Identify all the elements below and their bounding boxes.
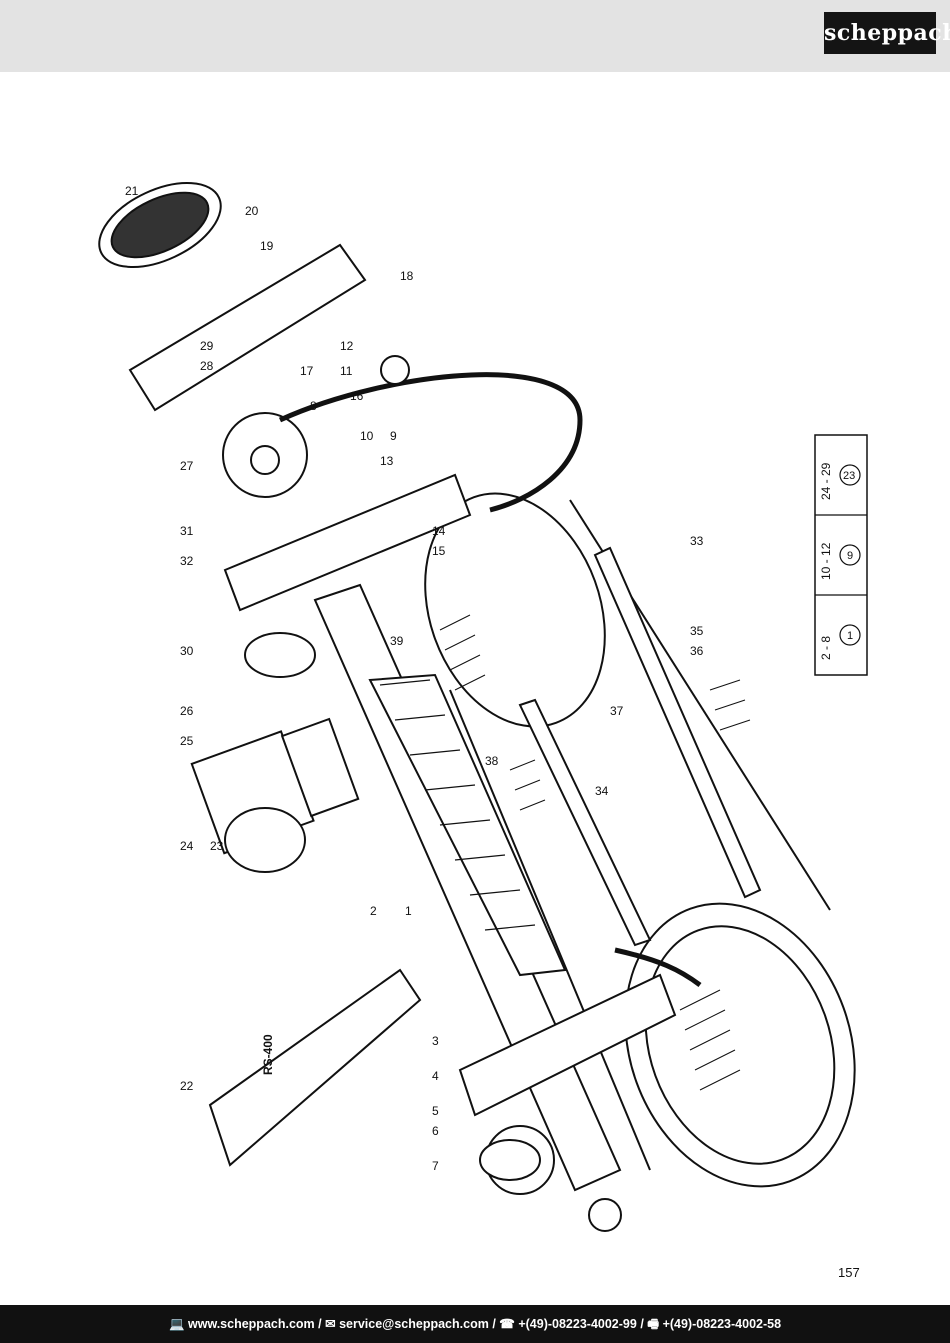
callout-1: 1 [405, 904, 412, 918]
callout-24: 24 [180, 839, 194, 853]
model-label: RS-400 [261, 1034, 275, 1075]
email-icon: ✉ [325, 1317, 336, 1331]
callout-28: 28 [200, 359, 214, 373]
callout-14: 14 [432, 524, 446, 538]
legend-group-2: 9 [847, 550, 853, 562]
callout-19: 19 [260, 239, 274, 253]
legend-table: 2 - 8 1 10 - 12 9 24 - 29 23 [814, 434, 868, 676]
legend-circle-3 [839, 464, 861, 486]
callout-4: 4 [432, 1069, 439, 1083]
callout-38: 38 [485, 754, 499, 768]
footer-fax: +(49)-08223-4002-58 [662, 1317, 782, 1331]
callout-21: 21 [125, 184, 139, 198]
footer-contact-bar: 💻 www.scheppach.com / ✉ service@scheppac… [0, 1305, 950, 1343]
callout-30: 30 [180, 644, 194, 658]
bearing-upper-11 [380, 355, 410, 385]
callout-17: 17 [300, 364, 314, 378]
callout-33: 33 [690, 534, 704, 548]
callout-3: 3 [432, 1034, 439, 1048]
callout-39: 39 [390, 634, 404, 648]
callout-18: 18 [400, 269, 414, 283]
legend-range-2: 10 - 12 [819, 542, 833, 580]
side-shield [208, 968, 422, 1167]
scheppach-logo: scheppach [824, 12, 950, 54]
drum-mesh [439, 614, 751, 1091]
brush-bristles [379, 679, 536, 931]
pulley-7 [479, 1139, 541, 1181]
legend-group-3: 23 [843, 470, 855, 482]
callout-13: 13 [380, 454, 394, 468]
exploded-view-svg: RS-400 1 2 3 4 5 6 7 8 9 10 11 12 13 14 … [98, 182, 868, 1232]
flange-30 [244, 632, 316, 678]
drum-end-left [424, 492, 606, 728]
gearbox [280, 717, 360, 818]
page-number: 157 [838, 1265, 860, 1280]
stiffener-bar-upper [593, 546, 762, 899]
bearing-11 [588, 1198, 622, 1232]
callout-34: 34 [595, 784, 609, 798]
callout-27: 27 [180, 459, 194, 473]
brush-strip [368, 673, 567, 977]
footer-email[interactable]: service@scheppach.com [339, 1317, 489, 1331]
legend-group-1: 1 [847, 630, 853, 642]
top-cover-inner [110, 191, 210, 259]
callout-8: 8 [310, 399, 317, 413]
callout-29: 29 [200, 339, 214, 353]
callout-35: 35 [690, 624, 704, 638]
phone-icon: ☎ [499, 1317, 515, 1331]
drive-belt [278, 372, 583, 513]
callout-31: 31 [180, 524, 194, 538]
callout-23: 23 [210, 839, 224, 853]
fax-icon: 🖷 [647, 1317, 660, 1331]
callout-26: 26 [180, 704, 194, 718]
motor-end [224, 807, 306, 873]
callout-7: 7 [432, 1159, 439, 1173]
footer-phone: +(49)-08223-4002-99 [518, 1317, 637, 1331]
callout-22: 22 [180, 1079, 194, 1093]
end-bracket-top [223, 473, 472, 612]
callout-20: 20 [245, 204, 259, 218]
callout-9: 9 [390, 429, 397, 443]
drive-belt-lower [614, 947, 702, 988]
drum-end-right-inner [644, 925, 836, 1165]
pulley-upper-hub [250, 445, 280, 475]
exploded-parts-drawing: RS-400 1 2 3 4 5 6 7 8 9 10 11 12 13 14 … [60, 170, 900, 1250]
monitor-icon: 💻 [168, 1317, 185, 1331]
legend-circle-2 [839, 544, 861, 566]
callout-37: 37 [610, 704, 624, 718]
callout-32: 32 [180, 554, 194, 568]
callout-25: 25 [180, 734, 194, 748]
legend-range-1: 2 - 8 [819, 636, 833, 660]
upper-guard [128, 243, 367, 412]
stiffener-bar-lower [518, 698, 652, 947]
callout-36: 36 [690, 644, 704, 658]
pulley-upper [222, 412, 308, 498]
callout-15: 15 [432, 544, 446, 558]
footer-website[interactable]: www.scheppach.com [188, 1317, 315, 1331]
part-callouts: 1 2 3 4 5 6 7 8 9 10 11 12 13 14 15 16 1… [125, 184, 704, 1173]
callout-10: 10 [360, 429, 374, 443]
drum-edge-bottom [449, 689, 651, 1171]
legend-range-3: 24 - 29 [819, 462, 833, 500]
callout-6: 6 [432, 1124, 439, 1138]
header-band [0, 0, 950, 72]
legend-circle-1 [839, 624, 861, 646]
callout-5: 5 [432, 1104, 439, 1118]
callout-12: 12 [340, 339, 354, 353]
callout-2: 2 [370, 904, 377, 918]
callout-16: 16 [350, 389, 364, 403]
end-bracket-bottom [458, 973, 677, 1117]
callout-11: 11 [340, 364, 353, 378]
